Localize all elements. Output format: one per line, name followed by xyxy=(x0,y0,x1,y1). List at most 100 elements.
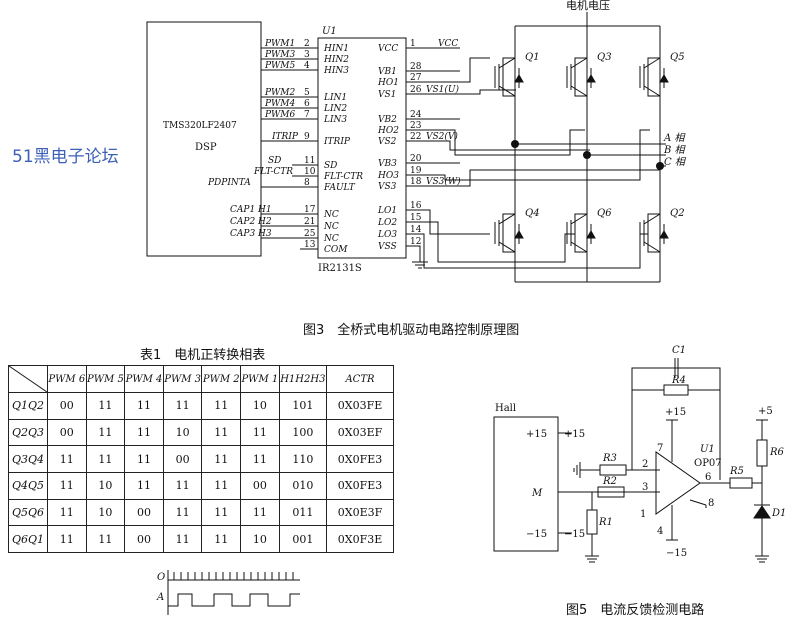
igbt-transistor-icon xyxy=(566,212,596,256)
right-pin-number: 27 xyxy=(410,73,422,83)
transistor-label: Q3 xyxy=(597,52,612,63)
right-pin-name: LO3 xyxy=(377,230,397,240)
left-pin-number: 5 xyxy=(304,88,310,98)
table-header: ACTR xyxy=(326,365,394,393)
left-pin-number: 17 xyxy=(304,205,316,215)
left-pin-name: ITRIP xyxy=(323,137,351,147)
table-cell: 00 xyxy=(162,445,203,473)
left-pin-name: COM xyxy=(324,245,348,255)
opamp-pin-2: 2 xyxy=(642,459,648,470)
opamp-triangle xyxy=(655,451,701,515)
left-pin-net: PWM1 xyxy=(264,39,295,49)
left-pin-number: 11 xyxy=(304,156,315,166)
left-pin-net: CAP1 H1 xyxy=(230,205,272,215)
rail-plus15: +15 xyxy=(564,429,585,440)
table-cell: 00 xyxy=(47,392,87,420)
fig5-labels: Hall +15 M −15 +15 −15 U1 OP07 +15 −15 +… xyxy=(495,345,786,559)
table-cell: 0X03EF xyxy=(326,418,394,447)
left-pin-net: PDPINTA xyxy=(207,178,251,188)
hall-pin-plus15: +15 xyxy=(526,429,547,440)
right-pin-net: VS1(U) xyxy=(426,84,459,95)
c1-label: C1 xyxy=(672,345,686,356)
igbt-transistor-icon xyxy=(639,212,669,256)
ir2131-block xyxy=(317,37,407,259)
table-cell: 11 xyxy=(47,445,87,473)
table-cell: 10 xyxy=(85,498,126,527)
phase-b-label: B 相 xyxy=(663,144,687,156)
phase-c-label: C 相 xyxy=(664,156,687,168)
left-pin-name: FAULT xyxy=(323,183,356,193)
hall-label: Hall xyxy=(495,403,516,414)
right-pin-name: HO2 xyxy=(377,126,399,136)
right-pin-name: VSS xyxy=(378,242,397,252)
table-cell: 00 xyxy=(124,525,164,553)
opamp-pin-7: 7 xyxy=(657,443,663,454)
fig5-diagram xyxy=(493,358,771,563)
fig5-caption: 图5 电流反馈检测电路 xyxy=(566,603,705,618)
dsp-block xyxy=(146,21,262,257)
table-cell: 11 xyxy=(124,471,164,500)
waveform-label-a: A xyxy=(156,592,164,603)
left-pin-net: PWM5 xyxy=(264,61,296,71)
table-cell: 10 xyxy=(162,418,203,447)
left-pin-name: HIN3 xyxy=(323,66,349,76)
left-pin-number: 7 xyxy=(304,110,310,120)
ic-part-label: IR2131S xyxy=(318,263,362,274)
supply-plus5: +5 xyxy=(758,406,773,417)
opamp-pin-4: 4 xyxy=(657,526,663,537)
r1-resistor xyxy=(586,509,598,535)
table-cell: 010 xyxy=(278,471,328,500)
opamp-ref: U1 xyxy=(700,444,715,455)
supply-plus15: +15 xyxy=(665,407,686,418)
left-pin-number: 6 xyxy=(304,99,310,109)
table-cell: 11 xyxy=(85,418,126,447)
left-pin-name: HIN1 xyxy=(323,44,349,54)
transistor-label: Q1 xyxy=(525,52,540,63)
right-pin-number: 24 xyxy=(410,110,422,120)
table-cell: 0X03FE xyxy=(326,392,394,420)
table-cell: 11 xyxy=(162,525,203,553)
table-header: H1H2H3 xyxy=(278,365,328,393)
left-pin-name: LIN3 xyxy=(323,115,347,125)
right-pin-number: 26 xyxy=(410,85,422,95)
right-pin-name: HO3 xyxy=(377,171,399,181)
table-cell: 11 xyxy=(240,498,280,527)
left-pin-name: SD xyxy=(324,161,337,171)
left-pin-number: 10 xyxy=(304,167,316,177)
igbt-transistor-icon xyxy=(494,56,524,100)
table-cell: 11 xyxy=(85,392,126,420)
transistor-label: Q5 xyxy=(670,52,685,63)
table-cell: 0X0FE3 xyxy=(326,445,394,473)
left-pin-net: PWM6 xyxy=(264,110,296,120)
table-cell: 10 xyxy=(85,471,126,500)
r5-resistor xyxy=(729,477,753,489)
igbt-transistor-icon xyxy=(494,212,524,256)
table-header: PWM 1 xyxy=(240,365,280,393)
r4-label: R4 xyxy=(671,375,686,386)
table-cell: 100 xyxy=(278,418,328,447)
left-pin-net: PWM3 xyxy=(264,50,296,60)
motor-voltage-label: 电机电压 xyxy=(566,0,610,12)
table-row-label: Q6Q1 xyxy=(8,525,48,553)
r5-label: R5 xyxy=(729,466,744,477)
table-header: PWM 4 xyxy=(124,365,164,393)
table-cell: 11 xyxy=(85,445,126,473)
right-pin-net: VS3(W) xyxy=(426,176,461,187)
rail-minus15: −15 xyxy=(564,529,585,540)
left-pin-number: 13 xyxy=(304,240,316,250)
table-cell: 11 xyxy=(124,392,164,420)
table-header: PWM 5 xyxy=(85,365,126,393)
left-pin-name: NC xyxy=(323,210,339,220)
right-pin-number: 14 xyxy=(410,225,422,235)
table-cell: 11 xyxy=(47,498,87,527)
r2-label: R2 xyxy=(602,476,617,487)
opamp-pin-8: 8 xyxy=(708,498,714,509)
right-pin-number: 12 xyxy=(410,237,421,247)
table-cell: 00 xyxy=(240,471,280,500)
